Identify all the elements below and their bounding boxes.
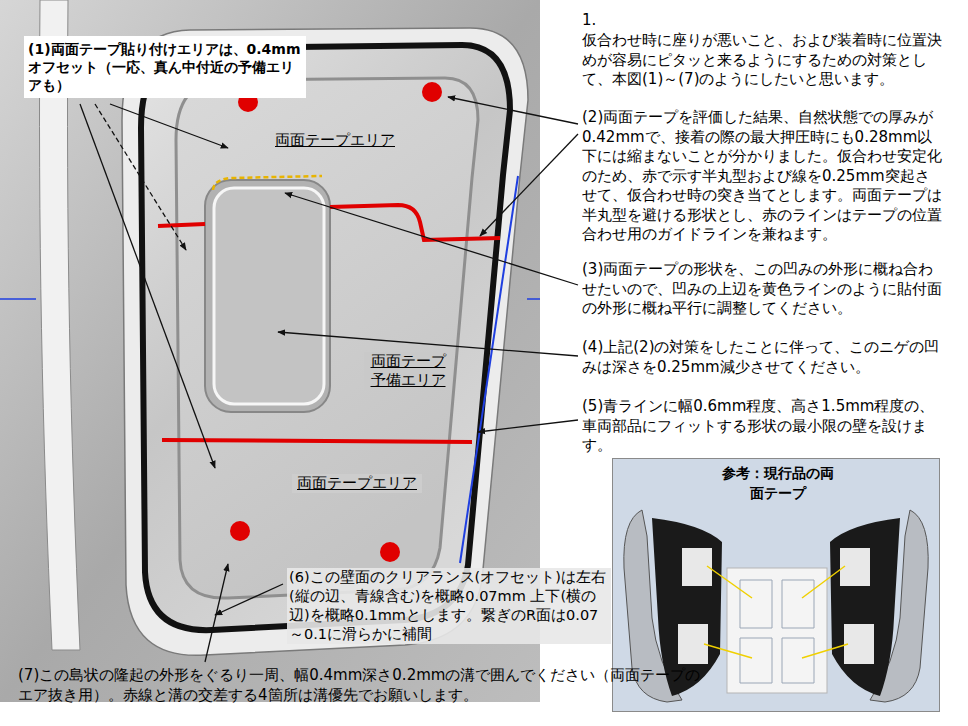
- tape-outlines: [740, 580, 814, 683]
- red-bump: [422, 82, 442, 102]
- leader-line: [480, 134, 578, 236]
- leader-line: [478, 420, 578, 432]
- yellow-pointers: [704, 566, 848, 658]
- area-label: 両面テープ予備エリア: [364, 352, 452, 390]
- tape-piece: [844, 624, 874, 664]
- section-number: 1.: [582, 10, 622, 30]
- yellow-pointer: [707, 566, 752, 598]
- wall-outline: [141, 45, 510, 630]
- relief-pocket: [205, 180, 330, 412]
- red-rib: [330, 205, 500, 240]
- node-text: (1)両面テープ貼り付けエリアは、0.4mmオフセット（一応、真ん中付近の予備エ…: [28, 40, 302, 94]
- area-label: 両面テープエリア: [270, 131, 400, 150]
- leader-line: [95, 104, 186, 250]
- leader-line: [285, 193, 578, 285]
- yellow-pointer: [704, 644, 752, 658]
- note-text: (7)この島状の隆起の外形をぐるり一周、幅0.4mm深さ0.2mmの溝で囲んでく…: [18, 666, 702, 705]
- tape-sheet: [727, 568, 827, 693]
- leader-line: [80, 104, 215, 468]
- red-rib: [158, 224, 205, 226]
- callout-box: (1)両面テープ貼り付けエリアは、0.4mmオフセット（一応、真ん中付近の予備エ…: [24, 36, 306, 98]
- red-bump: [230, 521, 250, 541]
- yellow-pointer: [802, 566, 845, 598]
- note-text: (2)両面テープを評価した結果、自然状態での厚みが0.42mmで、接着の際の最大…: [582, 108, 944, 245]
- note-text: (5)青ラインに幅0.6mm程度、高さ1.5mm程度の、車両部品にフィットする形…: [582, 397, 944, 456]
- tape-piece: [678, 624, 708, 664]
- blue-axis-line: [0, 298, 36, 300]
- note-text: (3)両面テープの形状を、この凹みの外形に概ね合わせたいので、凹みの上辺を黄色ラ…: [582, 260, 944, 319]
- note-text: 仮合わせ時に座りが悪いこと、および装着時に位置決めが容易にピタッと来るようにする…: [582, 31, 944, 90]
- pocket-floor: [214, 188, 324, 404]
- leader-line: [205, 564, 228, 662]
- red-bump: [380, 542, 400, 562]
- note-text: (4)上記(2)の対策をしたことに伴って、このニゲの凹みは深さを0.25mm減少…: [582, 338, 944, 377]
- area-label: 両面テープエリア: [292, 474, 422, 493]
- node-text: 参考：現行品の両面テープ: [716, 463, 840, 503]
- leader-line: [110, 104, 228, 148]
- island-surface: [176, 78, 478, 598]
- leader-line: [215, 584, 283, 615]
- blue-axis-line: [527, 298, 540, 300]
- yellow-pointer: [802, 644, 848, 658]
- blue-wall-line: [460, 176, 518, 563]
- leader-line: [448, 97, 578, 124]
- paddle-right: [830, 510, 928, 702]
- yellow-guide-line: [213, 176, 322, 190]
- paddle-body: [830, 518, 900, 696]
- red-rib: [162, 440, 472, 442]
- outer-rim: [122, 28, 528, 655]
- note-text: (6)この壁面のクリアランス(オフセット)は左右(縦の辺、青線含む)を概略0.0…: [287, 568, 611, 644]
